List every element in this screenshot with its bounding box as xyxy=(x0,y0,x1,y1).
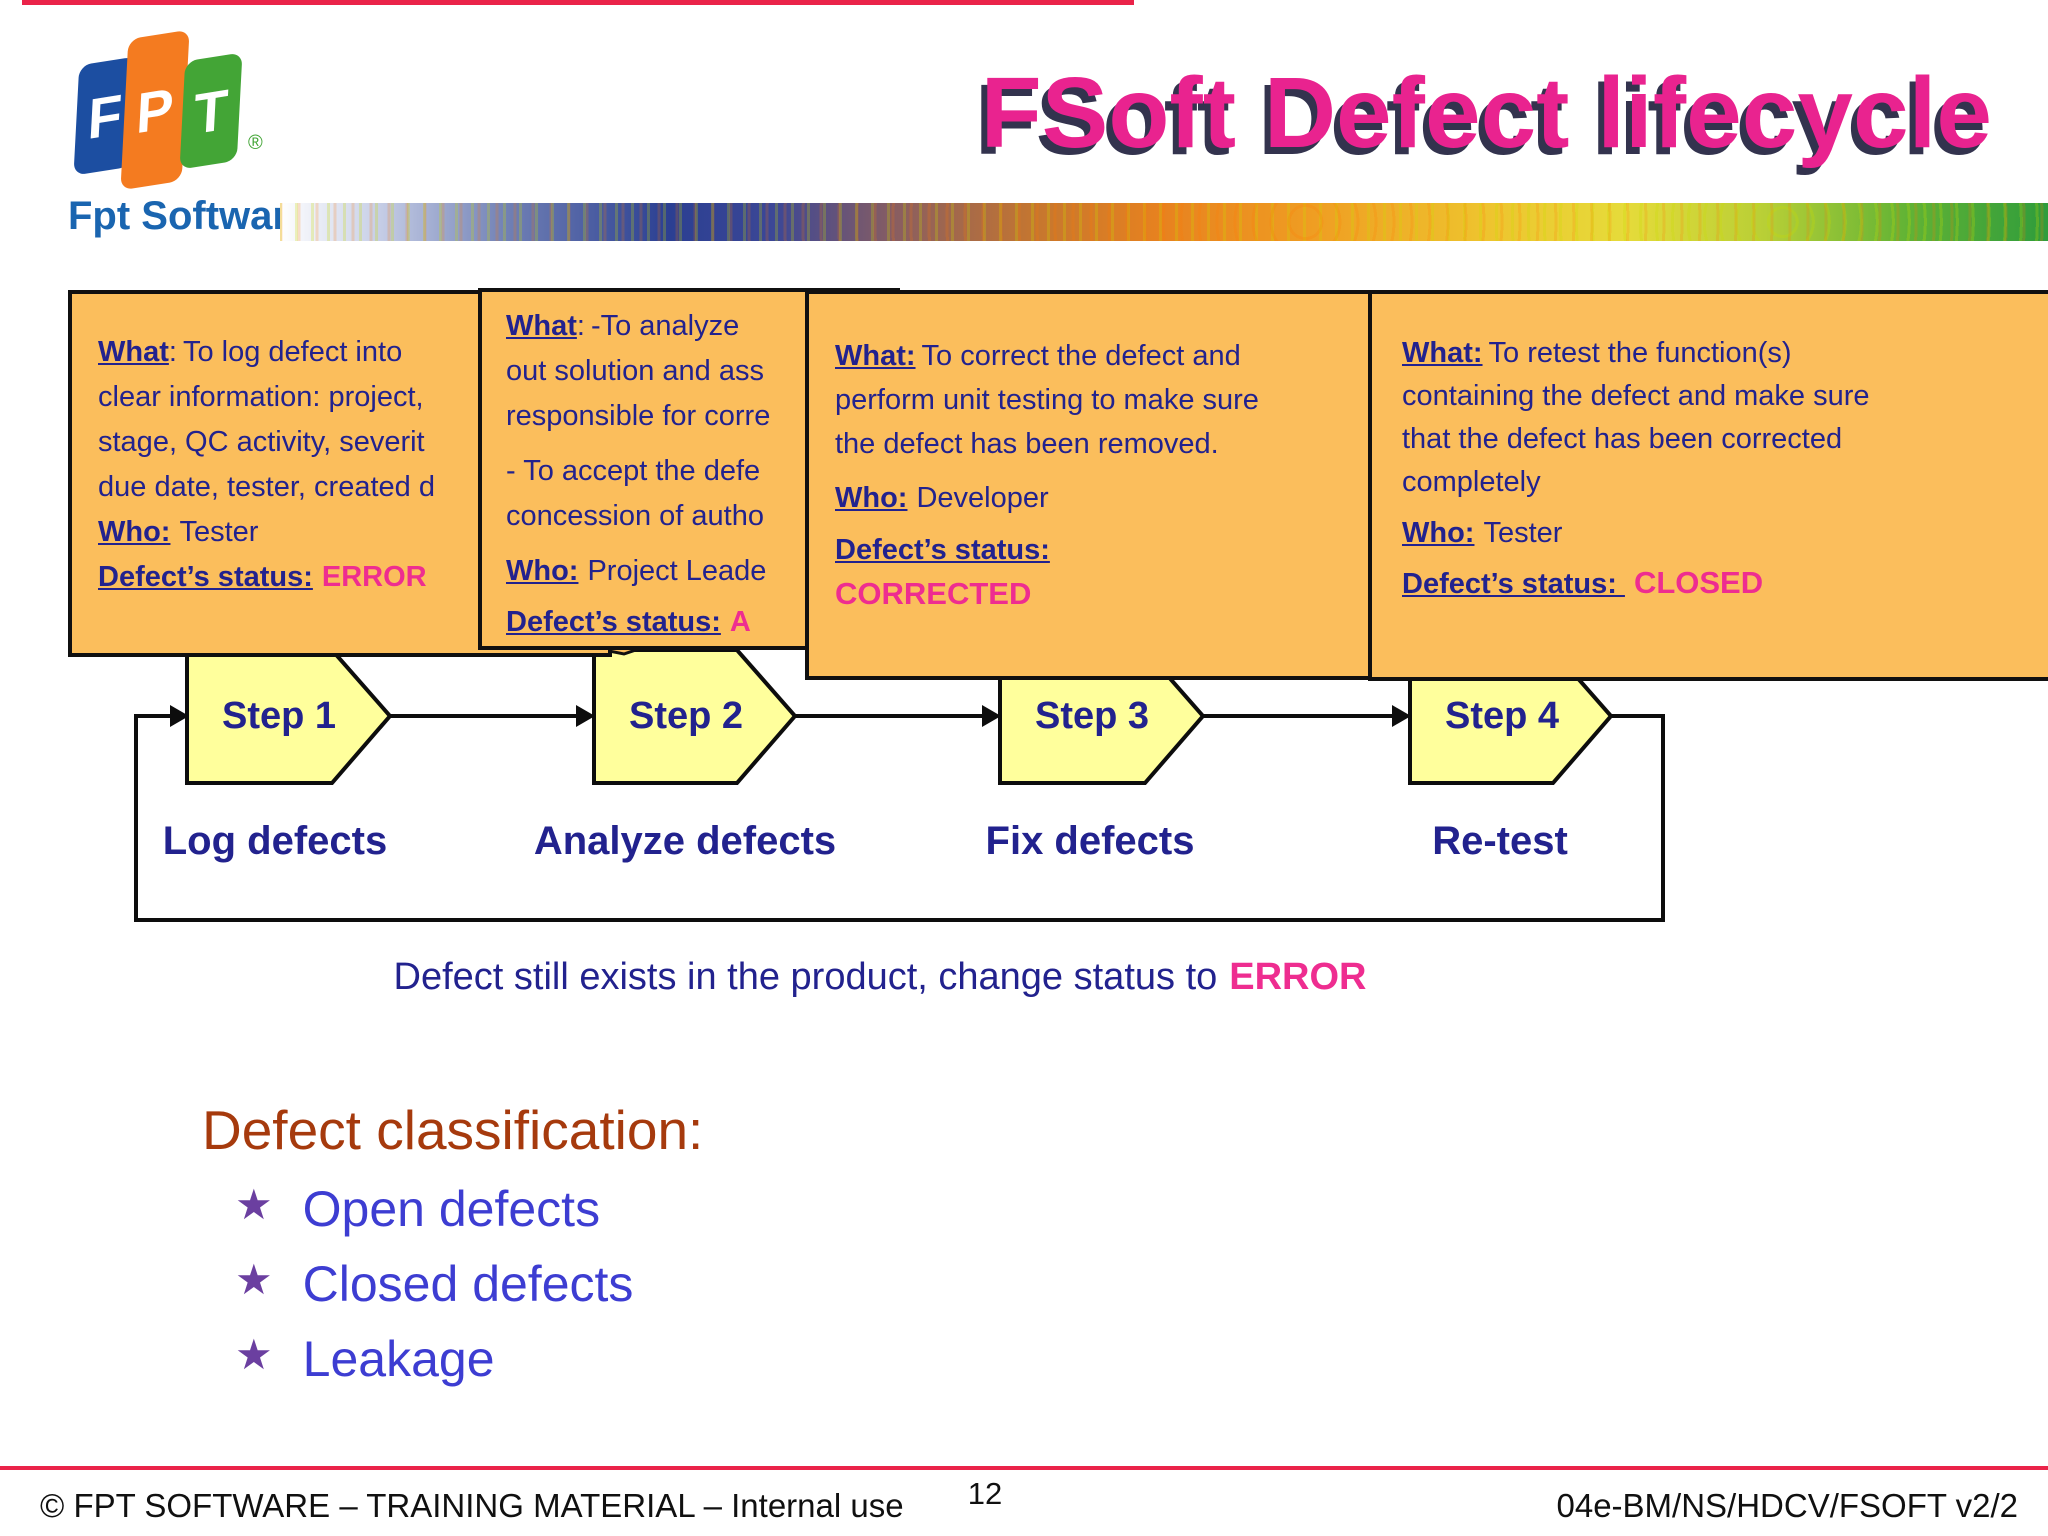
step-3-caption: Fix defects xyxy=(985,819,1195,863)
star-bullet-icon: ★ xyxy=(235,1256,273,1303)
classification-heading: Defect classification: xyxy=(202,1099,704,1161)
callout-step3-fix-defects: What:To correct the defect and perform u… xyxy=(805,290,1412,680)
registered-mark: ® xyxy=(248,132,263,154)
status-badge: CLOSED xyxy=(1633,565,1764,600)
what-line: out solution and ass xyxy=(506,355,764,387)
who-line: Who:Project Leade xyxy=(506,555,767,587)
step-3-label: Step 3 xyxy=(1034,695,1150,737)
step-1-label: Step 1 xyxy=(221,695,337,737)
status-badge: CORRECTED xyxy=(835,576,1032,611)
list-item-open-defects: ★Open defects xyxy=(235,1181,601,1237)
who-line: Who:Tester xyxy=(1402,517,1563,549)
star-bullet-icon: ★ xyxy=(235,1331,273,1378)
step-4-label: Step 4 xyxy=(1444,695,1560,737)
what-line: What:To retest the function(s) xyxy=(1402,337,1792,369)
status-line: Defect’s status: CLOSED xyxy=(1402,565,1764,600)
top-accent-line xyxy=(22,0,1134,5)
what-line: containing the defect and make sure xyxy=(1402,380,1870,412)
who-line: Who:Tester xyxy=(98,516,259,548)
step-1-caption: Log defects xyxy=(162,819,388,863)
feedback-loop-text: Defect still exists in the product, chan… xyxy=(393,956,1367,998)
who-line: Who:Developer xyxy=(835,482,1049,514)
logo-wordmark: Fpt Software xyxy=(68,194,311,238)
page-number: 12 xyxy=(967,1476,1003,1511)
what-line: concession of autho xyxy=(506,500,764,532)
step-2-shape xyxy=(592,648,798,785)
what-line: stage, QC activity, severit xyxy=(98,426,425,458)
fpt-logo: F P T ® xyxy=(70,29,310,194)
step-2-label: Step 2 xyxy=(628,695,744,737)
footer-document-code: 04e-BM/NS/HDCV/FSOFT v2/2 xyxy=(1556,1487,2018,1524)
what-line: What:-To analyze xyxy=(506,310,740,342)
step-2-caption: Analyze defects xyxy=(533,819,837,863)
status-badge: A xyxy=(729,606,751,638)
decorative-gradient-bar xyxy=(280,203,2048,241)
slide-title: FSoft Defect lifecycle xyxy=(980,57,1992,169)
what-line: responsible for corre xyxy=(506,400,771,432)
arrowheads xyxy=(170,705,1411,727)
callout-step4-retest: What:To retest the function(s) containin… xyxy=(1368,290,2048,681)
what-line: the defect has been removed. xyxy=(835,428,1219,460)
list-item-closed-defects: ★Closed defects xyxy=(235,1256,634,1312)
list-item-leakage: ★Leakage xyxy=(235,1331,495,1387)
step-4-caption: Re-test xyxy=(1432,819,1568,863)
what-line: What:To correct the defect and xyxy=(835,340,1241,372)
what-line: that the defect has been corrected xyxy=(1402,423,1843,455)
what-line: completely xyxy=(1402,466,1541,498)
what-line: What:To log defect into xyxy=(98,336,403,368)
status-badge: ERROR xyxy=(321,561,427,593)
footer-copyright: © FPT SOFTWARE – TRAINING MATERIAL – Int… xyxy=(40,1487,904,1524)
what-line: perform unit testing to make sure xyxy=(835,384,1259,416)
status-line: Defect’s status:ERROR xyxy=(98,561,427,593)
what-line: clear information: project, xyxy=(98,381,424,413)
feedback-loop-line xyxy=(134,714,1665,922)
status-line: Defect’s status: xyxy=(835,534,1050,566)
what-line: due date, tester, created d xyxy=(98,471,435,503)
footer-divider-line xyxy=(0,1466,2048,1470)
status-line: Defect’s status:A xyxy=(506,606,751,638)
star-bullet-icon: ★ xyxy=(235,1181,273,1228)
what-line: - To accept the defe xyxy=(506,455,761,487)
error-status-highlight: ERROR xyxy=(1229,956,1367,998)
